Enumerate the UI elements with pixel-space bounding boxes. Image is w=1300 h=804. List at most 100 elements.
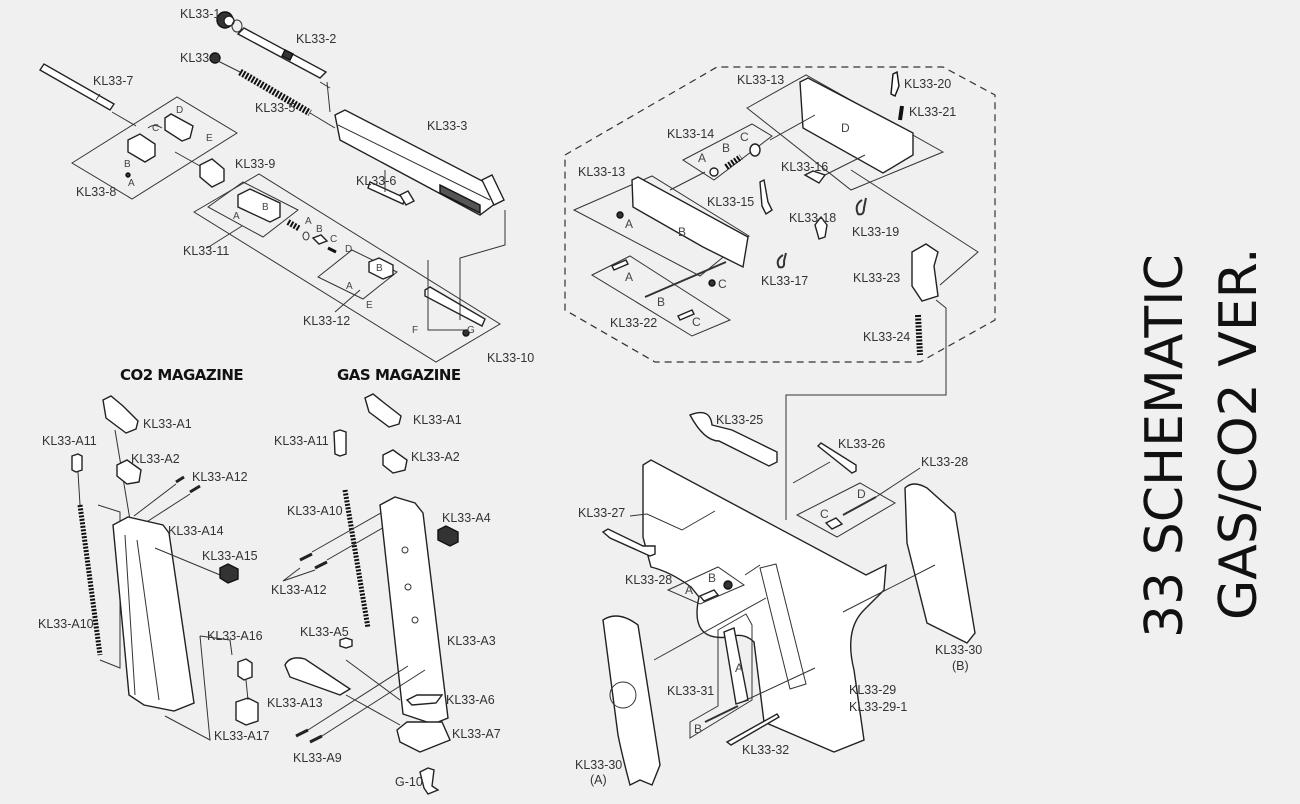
sublabel: D <box>857 487 866 501</box>
label-kl33-28-left: KL33-28 <box>625 573 672 587</box>
label-kl33-31: KL33-31 <box>667 684 714 698</box>
sublabel: A <box>685 583 693 597</box>
label-gas-a12: KL33-A12 <box>271 583 327 597</box>
part-gas-a1 <box>364 393 402 428</box>
label-kl33-15: KL33-15 <box>707 195 754 209</box>
label-gas-a5: KL33-A5 <box>300 625 349 639</box>
label-kl33-22: KL33-22 <box>610 316 657 330</box>
label-gas-a4: KL33-A4 <box>442 511 491 525</box>
sublabel: D <box>841 121 850 135</box>
sublabel: B <box>316 224 323 235</box>
part-gas-a5 <box>339 637 353 649</box>
part-co2-a11 <box>71 453 83 473</box>
group-box-kl33-31 <box>689 613 753 739</box>
part-gas-a10 <box>342 489 371 629</box>
part-kl33-32 <box>725 713 780 746</box>
label-gas-a10: KL33-A10 <box>287 504 343 518</box>
sublabel: B <box>262 202 269 213</box>
label-kl33-12: KL33-12 <box>303 314 350 328</box>
gas-magazine-group <box>282 393 459 795</box>
part-gas-a7 <box>396 721 451 753</box>
sublabel: C <box>740 130 749 144</box>
label-co2-a1: KL33-A1 <box>143 417 192 431</box>
part-kl33-7 <box>39 63 115 111</box>
part-kl33-4 <box>209 52 221 64</box>
part-kl33-24 <box>915 314 923 356</box>
label-gas-a7: KL33-A7 <box>452 727 501 741</box>
sublabel: A <box>233 211 240 222</box>
part-co2-a10 <box>77 504 103 656</box>
label-kl33-30-b: KL33-30 <box>935 643 982 657</box>
sublabel: B <box>657 295 665 309</box>
page-title: 33 SCHEMATIC GAS/CO2 VER. <box>1135 248 1269 638</box>
label-gas-a13: KL33-A13 <box>267 696 323 710</box>
part-kl33-30-a <box>602 615 661 787</box>
sublabel: C <box>820 507 829 521</box>
label-co2-a12: KL33-A12 <box>192 470 248 484</box>
sublabel: B <box>708 571 716 585</box>
part-co2-a2 <box>116 459 142 485</box>
part-gas-a9 <box>295 728 309 738</box>
sublabel: A <box>346 281 353 292</box>
title-line-1: 33 SCHEMATIC <box>1135 254 1195 638</box>
part-kl33-12 <box>368 257 394 280</box>
part-kl33-13-right <box>799 77 914 174</box>
label-gas-a1: KL33-A1 <box>413 413 462 427</box>
label-co2-a17: KL33-A17 <box>214 729 270 743</box>
part-kl33-15 <box>759 178 773 216</box>
sublabel: A <box>625 270 633 284</box>
section-title-gas-magazine: GAS MAGAZINE <box>337 366 461 384</box>
part-gas-a6 <box>405 694 444 706</box>
part-gas-a11 <box>333 429 347 457</box>
label-kl33-16: KL33-16 <box>781 160 828 174</box>
label-kl33-10: KL33-10 <box>487 351 534 365</box>
label-kl33-25: KL33-25 <box>716 413 763 427</box>
part-kl33-6 <box>367 181 415 206</box>
frame-group <box>601 411 976 787</box>
trigger-group-boundary <box>564 66 996 363</box>
label-kl33-6: KL33-6 <box>356 174 396 188</box>
part-gas-a2 <box>382 449 408 474</box>
label-g-10: G-10 <box>395 775 423 789</box>
group-box-kl33-11 <box>207 181 299 238</box>
part-kl33-25 <box>689 411 778 467</box>
group-box-kl33-8 <box>71 96 238 200</box>
label-kl33-1: KL33-1 <box>180 7 220 21</box>
label-kl33-9: KL33-9 <box>235 157 275 171</box>
part-kl33-23 <box>911 243 939 302</box>
part-co2-a16 <box>237 658 253 681</box>
sublabel: A <box>128 178 135 189</box>
part-kl33-10-f <box>424 286 486 327</box>
part-kl33-8-components <box>125 113 194 178</box>
part-gas-a12 <box>299 552 313 562</box>
label-kl33-29: KL33-29 <box>849 683 896 697</box>
label-co2-a15: KL33-A15 <box>202 549 258 563</box>
sublabel: A <box>735 661 743 675</box>
label-kl33-4: KL33-4 <box>180 51 220 65</box>
part-kl33-26 <box>816 442 857 474</box>
label-kl33-18: KL33-18 <box>789 211 836 225</box>
label-kl33-13-left: KL33-13 <box>578 165 625 179</box>
part-kl33-21 <box>898 105 904 121</box>
label-kl33-17: KL33-17 <box>761 274 808 288</box>
label-kl33-8: KL33-8 <box>76 185 116 199</box>
part-kl33-5 <box>238 68 312 117</box>
label-kl33-23: KL33-23 <box>853 271 900 285</box>
part-g-10 <box>419 767 440 795</box>
label-kl33-30-a: KL33-30 <box>575 758 622 772</box>
label-kl33-13-right: KL33-13 <box>737 73 784 87</box>
label-kl33-24: KL33-24 <box>863 330 910 344</box>
label-kl33-26: KL33-26 <box>838 437 885 451</box>
co2-magazine-group <box>71 395 259 741</box>
sublabel: C <box>330 234 337 245</box>
part-kl33-1 <box>216 11 243 33</box>
part-kl33-19 <box>855 197 867 216</box>
part-kl33-27 <box>601 528 656 557</box>
section-title-co2-magazine: CO2 MAGAZINE <box>120 366 243 384</box>
sublabel: C <box>718 277 727 291</box>
label-kl33-11: KL33-11 <box>183 244 229 258</box>
part-gas-a3 <box>379 496 449 725</box>
label-kl33-28-right: KL33-28 <box>921 455 968 469</box>
part-kl33-17 <box>776 252 787 269</box>
